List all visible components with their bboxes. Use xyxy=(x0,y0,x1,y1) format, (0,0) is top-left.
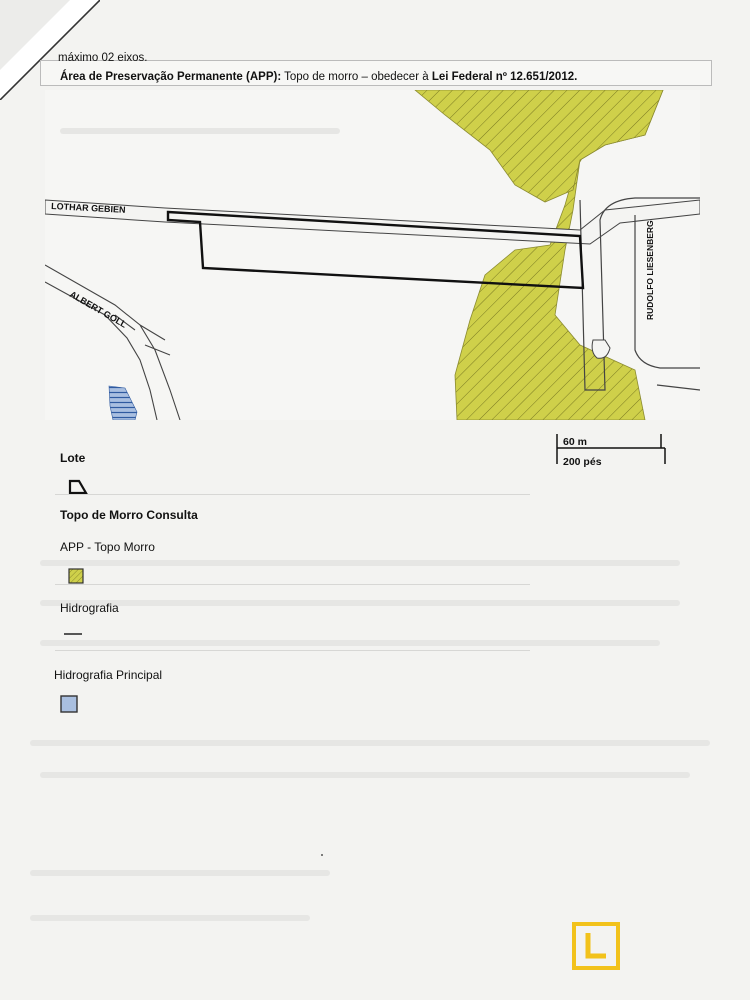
app-topo-morro-area-2 xyxy=(414,90,664,203)
hidrografia-principal-area xyxy=(108,385,138,420)
bleed-through-text xyxy=(30,740,710,746)
header-box xyxy=(40,60,712,86)
speck xyxy=(321,854,323,856)
legend-lote-title: Lote xyxy=(60,451,86,465)
legend-divider xyxy=(55,494,530,495)
legend-divider xyxy=(55,584,530,585)
bleed-through-text xyxy=(40,560,680,566)
legend-app-topo-title: APP - Topo Morro xyxy=(60,540,155,554)
header-line-1: máximo 02 eixos. xyxy=(58,52,148,64)
bleed-through-text xyxy=(40,640,660,646)
street-rudolfo-loop xyxy=(591,339,611,359)
header-law-reference: Lei Federal nº 12.651/2012. xyxy=(431,71,578,83)
header-app-middle: Topo de morro – obedecer à xyxy=(281,71,432,83)
bleed-through-text xyxy=(40,772,690,778)
bleed-through-text xyxy=(60,128,340,134)
bleed-through-text xyxy=(40,600,680,606)
street-albert-goll xyxy=(45,264,181,420)
app-legend-swatch-icon xyxy=(68,568,84,584)
scale-bar-graphic xyxy=(556,434,666,464)
hidrografia-principal-swatch-icon xyxy=(60,695,78,713)
lote-legend-icon xyxy=(68,479,88,495)
header-line-2: Área de Preservação Permanente (APP): To… xyxy=(60,71,577,83)
street-rudolfo-liesenberg xyxy=(579,197,700,391)
folded-page-corner xyxy=(0,0,100,100)
lote-polygon[interactable] xyxy=(166,210,585,290)
legend-hidrografia-title: Hidrografia xyxy=(60,601,119,615)
legend-hidrografia-principal-title: Hidrografia Principal xyxy=(54,668,163,682)
bleed-through-text xyxy=(30,915,310,921)
bleed-through-text xyxy=(30,870,330,876)
hidrografia-line-icon xyxy=(64,633,82,635)
map-scale-bar xyxy=(555,428,670,473)
scale-metric-label: 60 m xyxy=(563,436,587,448)
company-logo-icon xyxy=(572,922,620,970)
header-app-label: Área de Preservação Permanente (APP): xyxy=(60,71,282,83)
legend-topo-consulta-title: Topo de Morro Consulta xyxy=(60,508,198,522)
street-label-rudolfo: RUDOLFO LIESENBERG xyxy=(645,220,655,320)
legend-divider xyxy=(55,650,530,651)
street-label-lothar: LOTHAR GEBIEN xyxy=(51,201,126,215)
map-canvas[interactable]: LOTHAR GEBIEN RUDOLFO LIESENBERG ALBERT … xyxy=(45,90,700,420)
scale-imperial-label: 200 pés xyxy=(563,456,602,468)
